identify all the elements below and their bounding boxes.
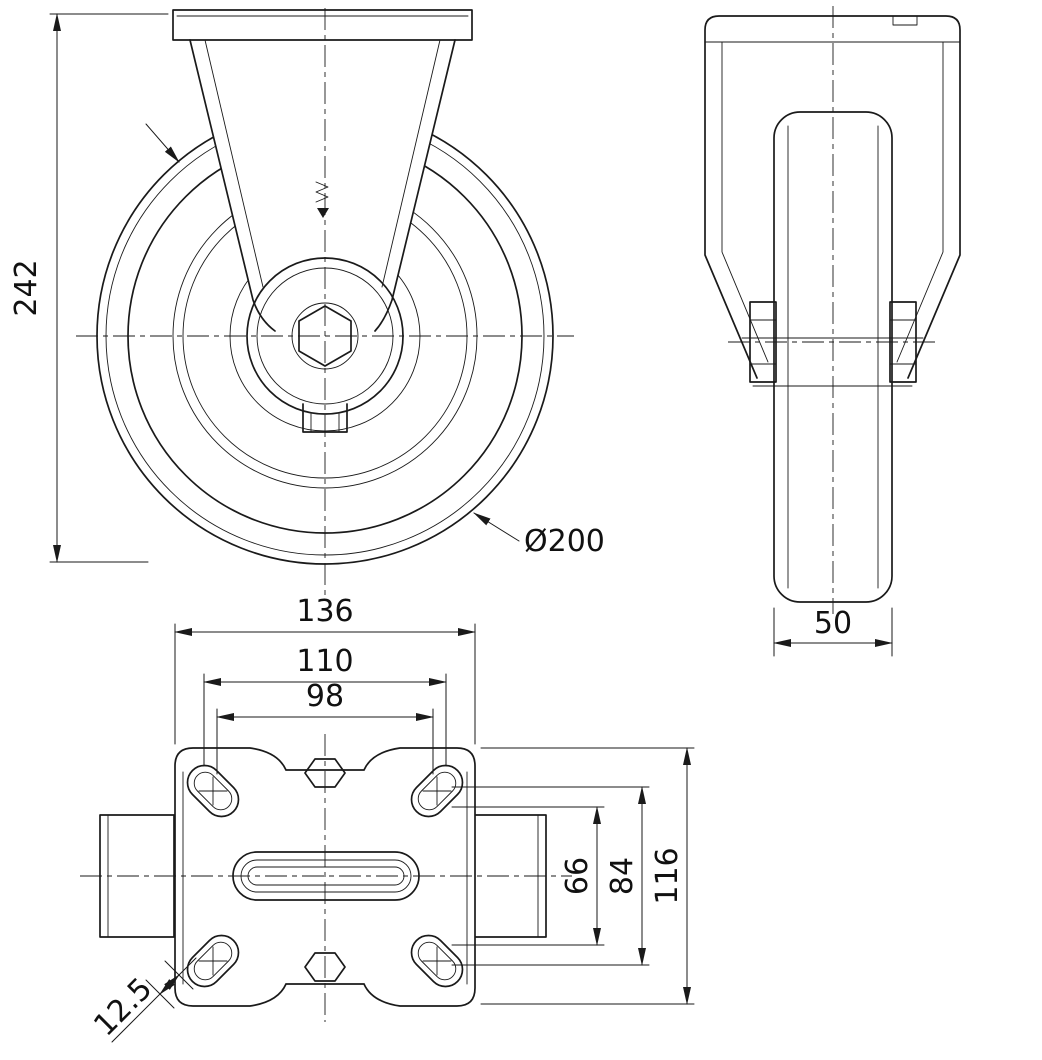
dim-label-66: 66: [560, 857, 595, 895]
side-view: 50: [704, 6, 961, 657]
dimension-plate-length: 136: [174, 594, 476, 745]
brand-mark-icon: [315, 181, 329, 218]
dimension-plate-width: 116: [480, 747, 695, 1005]
fork-leg-left: [189, 39, 276, 332]
slot-outer: [186, 934, 240, 988]
dimension-hole-pitch-inner: 66: [451, 806, 605, 946]
bolt-slot-bottom-right: [410, 934, 464, 988]
dim-label-242: 242: [9, 259, 44, 316]
hex-bolt-bottom: [304, 952, 346, 982]
leader-line: [473, 512, 520, 542]
plate-notch: [892, 15, 918, 26]
dimension-overall-height: 242: [9, 13, 169, 563]
dim-label-diameter: Ø200: [524, 524, 605, 559]
axle-hex-nut: [298, 305, 352, 367]
dim-label-84: 84: [605, 857, 640, 895]
slot-outer: [410, 764, 464, 818]
slot-outer: [410, 934, 464, 988]
bracket-inner-line: [896, 41, 944, 363]
fork-body: [173, 10, 472, 330]
dim-label-136: 136: [296, 594, 353, 629]
tread-pointer-arrow: [145, 123, 180, 163]
bolt-slot-top-right: [410, 764, 464, 818]
dimension-line: [111, 957, 197, 1043]
bolt-slot-bottom-left: [186, 934, 240, 988]
dimension-hole-pitch-outer: 84: [451, 786, 650, 966]
dimension-wheel-diameter: Ø200: [473, 512, 605, 559]
front-view: 242 Ø200: [9, 8, 605, 598]
dim-label-50: 50: [814, 606, 852, 641]
slot-inner: [417, 771, 457, 811]
dim-label-110: 110: [296, 644, 353, 679]
fork-leg-left-inner: [204, 39, 264, 288]
slot-inner: [417, 941, 457, 981]
fork-leg-right: [374, 39, 456, 332]
bolt-slot-top-left: [186, 764, 240, 818]
slot-inner: [193, 941, 233, 981]
plan-view: 136 110 98 66 84: [80, 594, 695, 1043]
dim-label-116: 116: [650, 847, 685, 904]
dim-label-98: 98: [306, 679, 344, 714]
bracket-outline: [704, 15, 961, 379]
slot-outer: [186, 764, 240, 818]
mounting-plate-edge: [172, 9, 473, 41]
dimension-arrows: [159, 974, 180, 995]
bracket-inner-line: [721, 41, 769, 363]
dimension-hole-spacing-inner: 98: [216, 679, 434, 775]
dimension-hole-spacing-outer: 110: [203, 644, 447, 767]
hex-bolt-top: [304, 758, 346, 788]
fork-leg-right-inner: [381, 39, 441, 288]
slot-inner: [193, 771, 233, 811]
dimension-wheel-width: 50: [773, 606, 893, 657]
